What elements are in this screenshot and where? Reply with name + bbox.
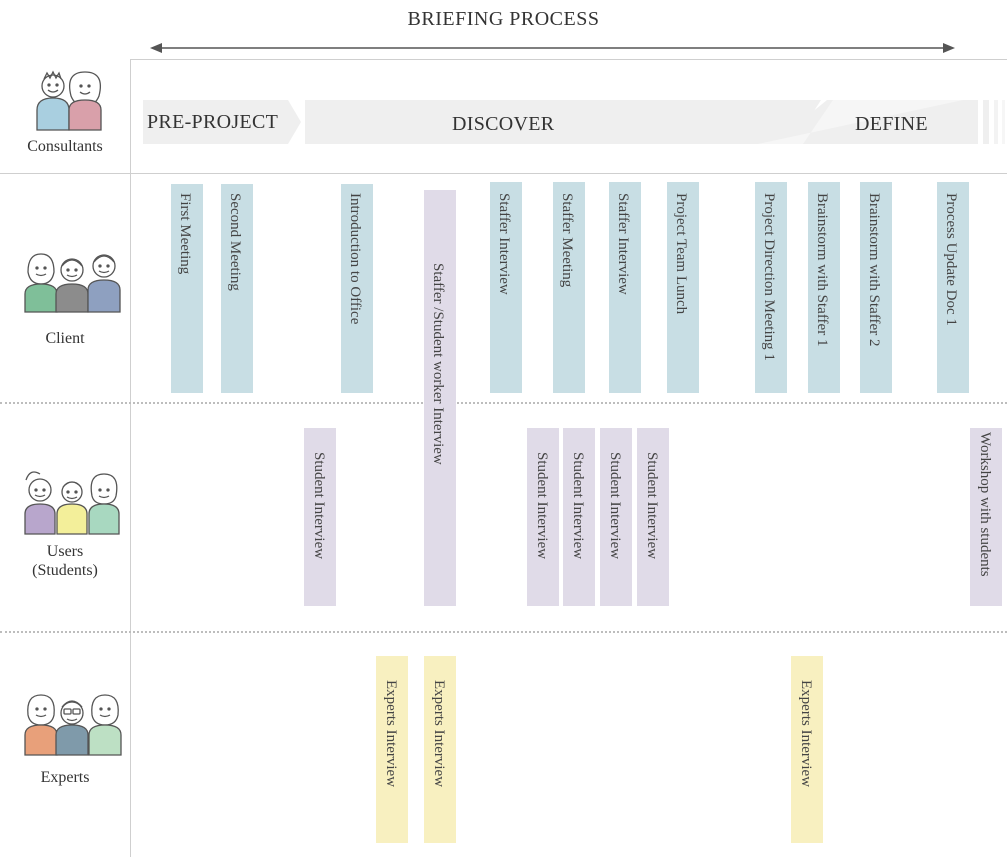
phase-band — [143, 100, 1005, 144]
activity-label: Process Update Doc 1 — [943, 193, 959, 326]
row-label-users: Users (Students) — [0, 542, 130, 580]
activity-bar: Staffer /Student worker Interview — [424, 190, 456, 606]
experts-three-people-icon — [24, 694, 122, 756]
activity-label: Experts Interview — [431, 680, 447, 788]
row-label-divider — [130, 59, 131, 857]
activity-bar: Second Meeting — [221, 184, 253, 393]
activity-label: Student Interview — [534, 452, 550, 560]
activity-bar: Process Update Doc 1 — [937, 182, 969, 393]
activity-label: Brainstorm with Staffer 1 — [814, 193, 830, 347]
activity-bar: First Meeting — [171, 184, 203, 393]
activity-label: Staffer Interview — [615, 193, 631, 295]
activity-label: First Meeting — [177, 193, 193, 275]
activity-bar: Student Interview — [304, 428, 336, 606]
activity-label: Student Interview — [607, 452, 623, 560]
activity-label: Student Interview — [570, 452, 586, 560]
phase-discover: DISCOVER — [452, 113, 555, 135]
diagram-title: BRIEFING PROCESS — [407, 8, 600, 30]
row-label-client: Client — [45, 330, 85, 347]
activity-label: Workshop with students — [977, 432, 993, 577]
activity-label: Staffer /Student worker Interview — [430, 263, 446, 465]
activity-bar: Experts Interview — [376, 656, 408, 843]
phase-pre-project: PRE-PROJECT — [147, 111, 279, 133]
activity-label: Staffer Interview — [496, 193, 512, 295]
activity-bar: Student Interview — [600, 428, 632, 606]
activity-bar: Experts Interview — [424, 656, 456, 843]
activity-bar: Project Team Lunch — [667, 182, 699, 393]
header-divider — [0, 173, 1007, 174]
row-label-experts: Experts — [40, 769, 90, 786]
activity-label: Second Meeting — [227, 193, 243, 291]
activity-label: Introduction to Office — [347, 193, 363, 325]
consultants-two-people-icon — [36, 70, 102, 131]
activity-label: Student Interview — [311, 452, 327, 560]
activity-label: Student Interview — [644, 452, 660, 560]
activity-label: Staffer Meeting — [559, 193, 575, 288]
users-experts-divider — [0, 631, 1007, 633]
activity-bar: Student Interview — [637, 428, 669, 606]
client-three-people-icon — [24, 253, 121, 313]
header-top-line — [130, 59, 1007, 60]
activity-bar: Workshop with students — [970, 428, 1002, 606]
activity-bar: Project Direction Meeting 1 — [755, 182, 787, 393]
users-three-people-icon — [24, 471, 120, 535]
timeline-arrow-icon — [150, 43, 955, 53]
phase-define: DEFINE — [855, 113, 928, 135]
activity-bar: Student Interview — [563, 428, 595, 606]
activity-label: Experts Interview — [798, 680, 814, 788]
row-label-users-line2: (Students) — [32, 562, 98, 579]
row-label-users-line1: Users — [46, 543, 84, 560]
activity-bar: Experts Interview — [791, 656, 823, 843]
activity-bar: Introduction to Office — [341, 184, 373, 393]
activity-label: Brainstorm with Staffer 2 — [866, 193, 882, 347]
row-label-consultants: Consultants — [27, 138, 103, 155]
activity-bar: Staffer Meeting — [553, 182, 585, 393]
activity-bar: Staffer Interview — [490, 182, 522, 393]
activity-label: Project Direction Meeting 1 — [761, 193, 777, 361]
activity-bar: Student Interview — [527, 428, 559, 606]
activity-bar: Brainstorm with Staffer 2 — [860, 182, 892, 393]
activity-label: Project Team Lunch — [673, 193, 689, 315]
activity-bar: Brainstorm with Staffer 1 — [808, 182, 840, 393]
activity-bar: Staffer Interview — [609, 182, 641, 393]
client-users-divider — [0, 402, 1007, 404]
activity-label: Experts Interview — [383, 680, 399, 788]
